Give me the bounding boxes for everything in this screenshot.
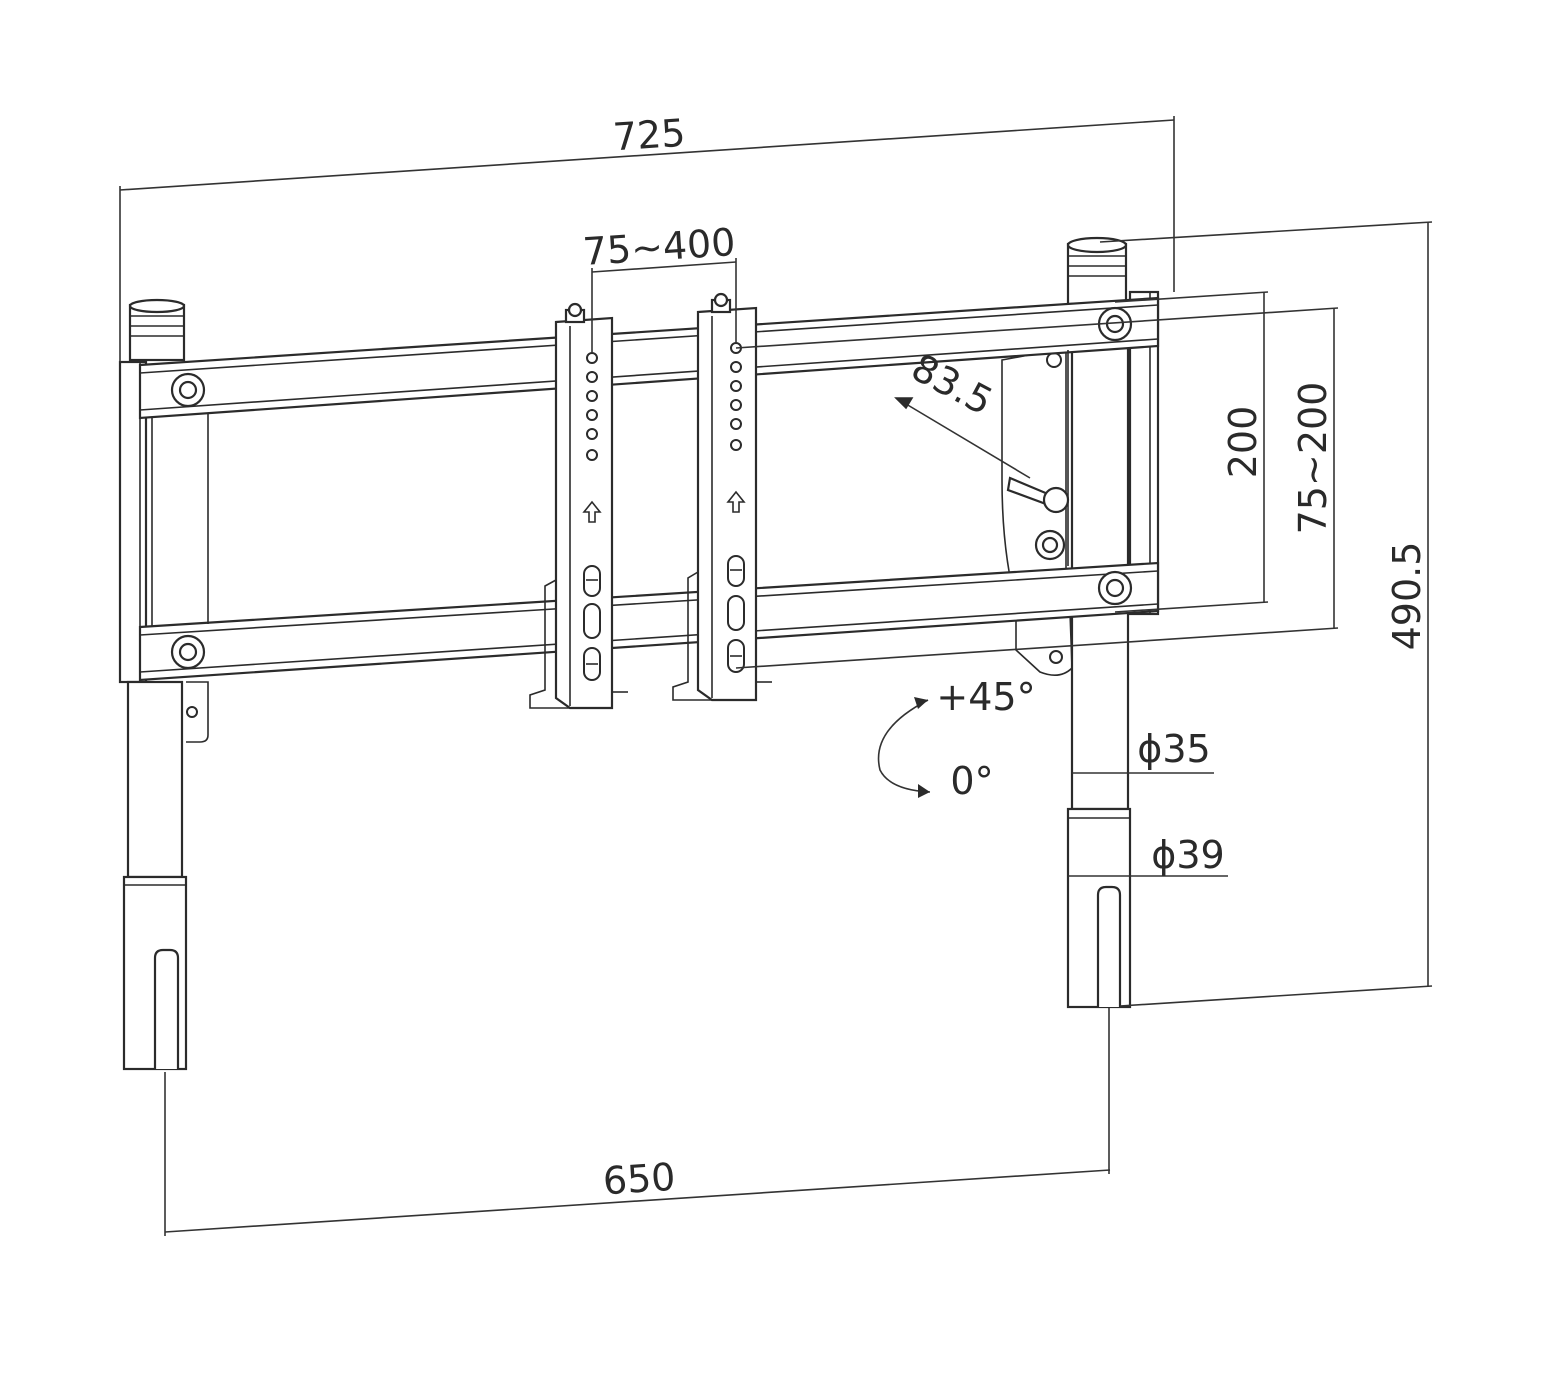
dim-vesa-horizontal: 75~400 <box>581 220 736 274</box>
tilt-knob <box>1042 486 1070 514</box>
dim-rail-spacing: 200 <box>1221 406 1265 479</box>
right-vesa-arm <box>672 292 772 702</box>
right-pole-shaft <box>1070 302 1130 811</box>
left-vesa-arm-body <box>554 316 614 710</box>
dim-tilt-max: +45° <box>936 675 1035 719</box>
dimension-lines <box>119 116 1433 1236</box>
dim-pole-diameter-lower: ϕ39 <box>1151 833 1224 877</box>
dim-pole-diameter-upper: ϕ35 <box>1137 727 1210 771</box>
right-pole-top-cap <box>1066 242 1128 306</box>
left-pole-top-opening <box>128 298 186 314</box>
right-arm-up-arrow-icon <box>726 490 746 513</box>
right-pole-top-opening <box>1066 236 1128 254</box>
left-pole-tube-upper <box>126 680 184 879</box>
bottom-rail-front <box>138 561 1160 682</box>
tilt-knob-handle <box>1006 476 1050 506</box>
dimension-labels: 725 75~400 83.5 200 75~200 490.5 +45° 0°… <box>581 111 1429 1204</box>
top-rail <box>138 296 1160 420</box>
top-rail-front <box>138 296 1160 420</box>
bottom-rail <box>138 350 1160 682</box>
left-arm-up-arrow-icon <box>582 500 602 523</box>
left-pole-slot <box>153 948 180 1069</box>
dim-pole-spacing: 650 <box>601 1155 676 1204</box>
tilt-arc <box>877 699 931 793</box>
dim-tilt-min: 0° <box>950 759 993 803</box>
left-vesa-arm <box>529 302 628 710</box>
right-vesa-arm-body <box>696 306 758 702</box>
dim-overall-height: 490.5 <box>1385 542 1429 651</box>
dim-overall-width: 725 <box>611 111 686 160</box>
left-pole-top-cap <box>128 303 186 362</box>
right-pole-slot <box>1096 885 1122 1007</box>
dim-vesa-vertical: 75~200 <box>1291 382 1335 535</box>
